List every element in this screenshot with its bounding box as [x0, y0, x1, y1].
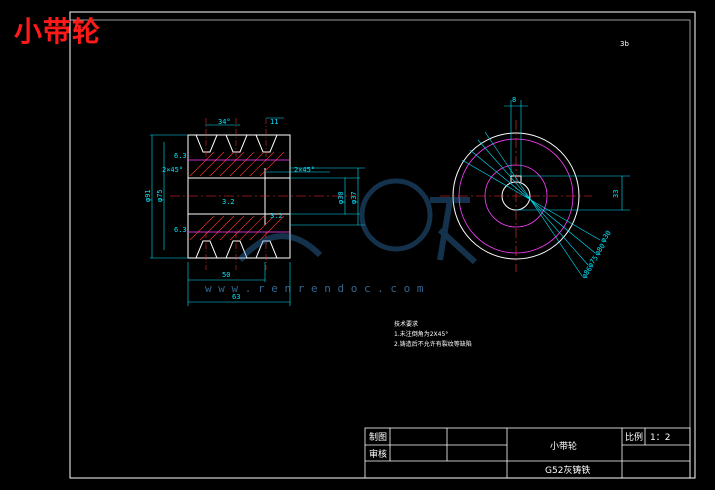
roughness-top: 6.3 [174, 152, 187, 160]
top-grooves [188, 134, 290, 153]
bottom-grooves [188, 240, 290, 259]
key-width-dim: 8 [512, 96, 516, 104]
diameter-75-dim: φ75 [156, 189, 164, 202]
pitch-lines [188, 159, 290, 233]
notes-line-1: 1.未注倒角为2X45° [394, 330, 448, 338]
groove-pitch-dim: 11 [270, 118, 278, 126]
roughness-bore-2: 3.2 [270, 212, 283, 220]
part-name: 小带轮 [550, 440, 577, 452]
roughness-bore: 3.2 [222, 198, 235, 206]
width-50-dim: 50 [222, 271, 230, 279]
review-label: 审核 [369, 448, 387, 460]
bore-diameter-dim: φ30 [337, 191, 345, 204]
end-dimension-lines [461, 100, 630, 277]
notes-line-2: 2.铸造后不允许有裂纹等缺陷 [394, 340, 472, 348]
scale-value: 1：2 [650, 433, 670, 443]
hub-diameter-dim: φ37 [350, 191, 358, 204]
draw-label: 制图 [369, 431, 387, 443]
key-depth-dim: 33 [612, 190, 620, 198]
scale-label: 比例 [625, 431, 643, 443]
section-view: 34° 11 2×45° 2×45° 6.3 6.3 3.2 3.2 φ91 φ… [144, 117, 365, 306]
title-block [364, 427, 691, 479]
section-hatch [189, 151, 285, 241]
corner-mark: 3b [620, 40, 629, 48]
watermark-logo [237, 178, 478, 265]
groove-angle-dim: 34° [218, 118, 231, 126]
chamfer-left-dim: 2×45° [162, 166, 183, 174]
page-title: 小带轮 [14, 15, 102, 48]
outer-diameter-dim: φ91 [144, 189, 152, 202]
material: G52灰铸铁 [545, 464, 590, 476]
chamfer-right-dim: 2×45° [294, 166, 315, 174]
watermark-text: w w w . r e n r e n d o c . c o m [205, 282, 424, 295]
width-63-dim: 63 [232, 293, 240, 301]
groove-centerlines [205, 118, 267, 270]
notes-heading: 技术要求 [394, 320, 418, 328]
dimension-lines [150, 117, 365, 306]
radial-dim-1: φ30 [599, 229, 613, 244]
roughness-bottom: 6.3 [174, 226, 187, 234]
